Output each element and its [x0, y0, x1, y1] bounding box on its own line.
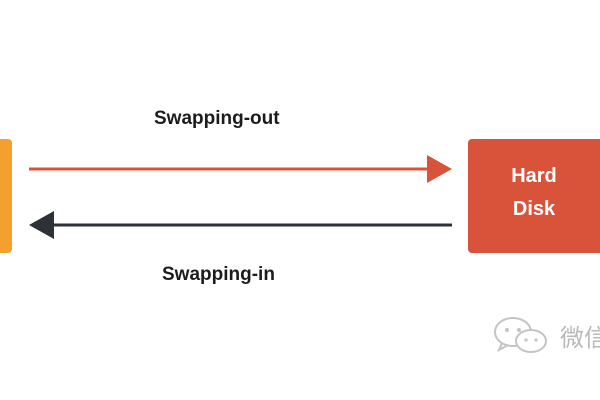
wechat-logo-icon: [494, 317, 547, 353]
hard-disk-label: Hard Disk: [468, 160, 600, 226]
hard-disk-label-line1: Hard: [511, 165, 557, 187]
swapping-out-label: Swapping-out: [154, 108, 280, 129]
swapping-in-label: Swapping-in: [162, 264, 275, 285]
swap-out-arrow-head: [427, 155, 452, 183]
left-memory-box: [0, 139, 12, 253]
hard-disk-box: [468, 139, 600, 253]
watermark-text: 微信: [560, 324, 600, 352]
swap-in-arrow-head: [29, 211, 54, 239]
hard-disk-label-line2: Disk: [512, 198, 556, 220]
watermark: 微信: [492, 315, 600, 355]
